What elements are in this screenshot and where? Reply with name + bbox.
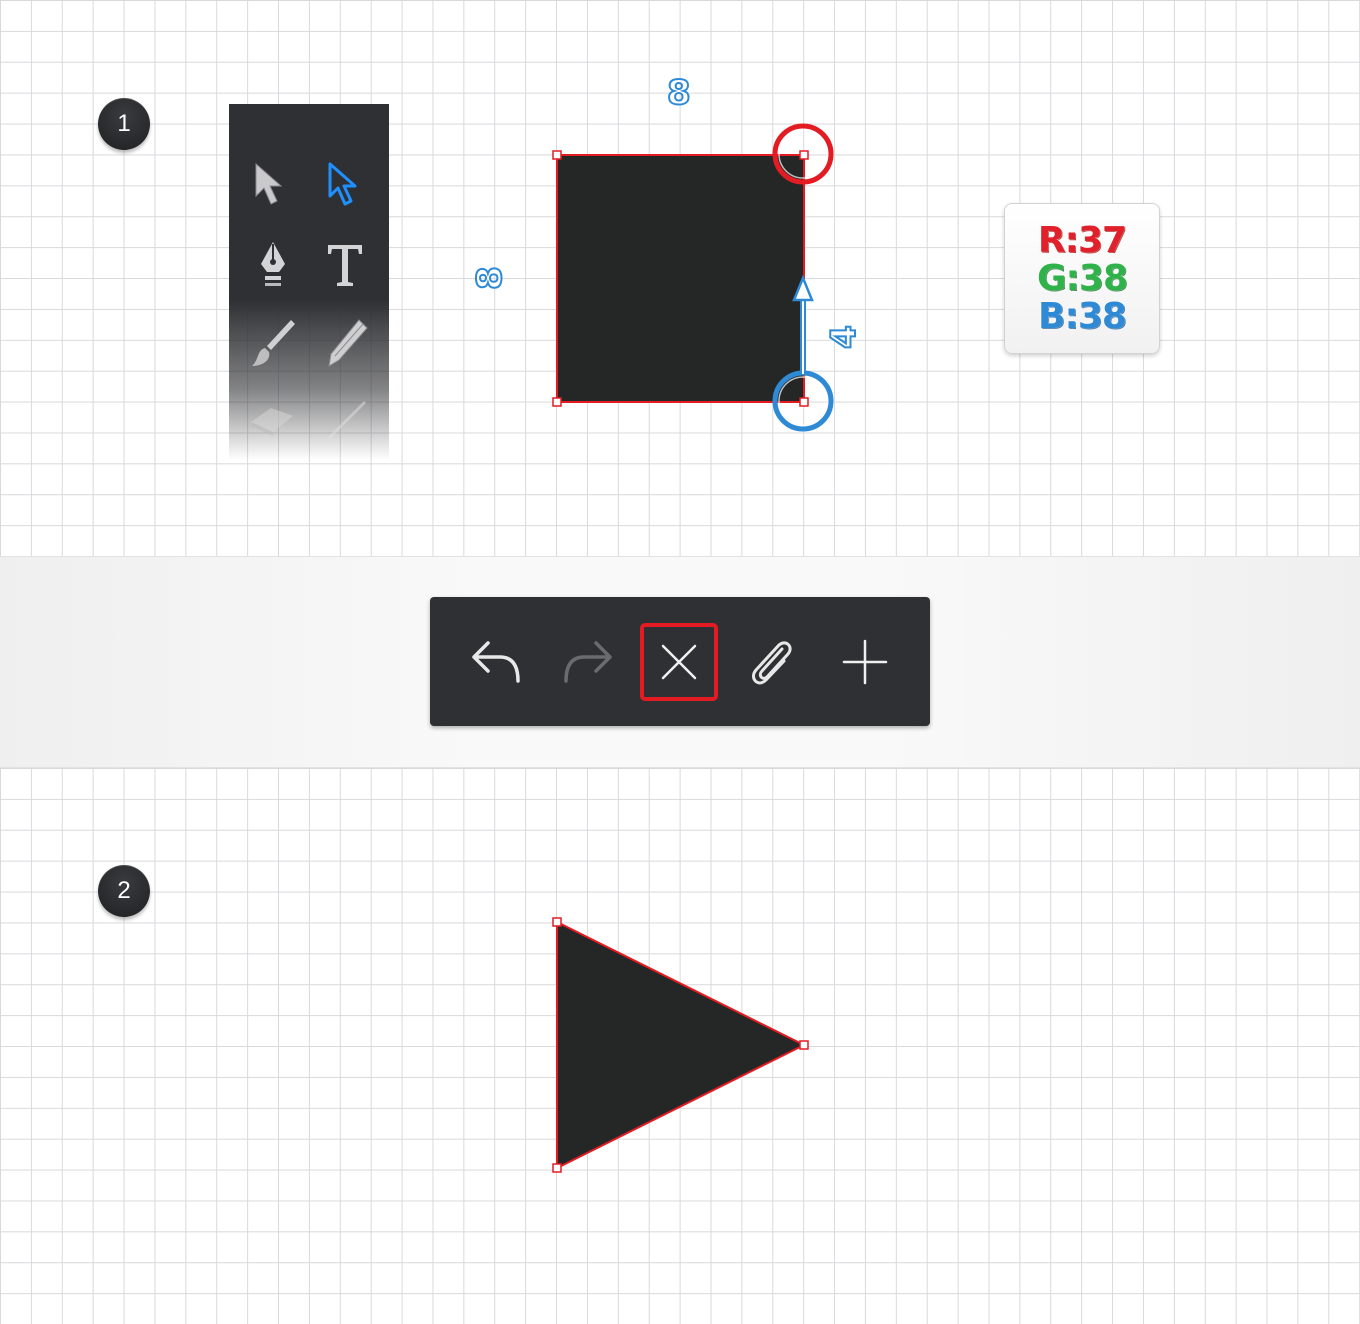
- anchor-point[interactable]: [552, 917, 562, 927]
- anchor-point[interactable]: [552, 1163, 562, 1173]
- brush-tool-icon[interactable]: [249, 316, 297, 370]
- anchor-point[interactable]: [552, 150, 562, 160]
- eraser-tool-icon[interactable]: [247, 402, 297, 438]
- blue-value: B:38: [1038, 295, 1127, 337]
- line-tool-icon[interactable]: [325, 398, 369, 442]
- anchor-point[interactable]: [799, 150, 809, 160]
- triangle-shape[interactable]: [556, 920, 807, 1170]
- pen-tool-icon[interactable]: [253, 240, 293, 290]
- undo-icon: [472, 641, 520, 683]
- tools-panel: [229, 104, 389, 460]
- type-tool-icon[interactable]: [325, 242, 365, 288]
- square-shape[interactable]: [556, 154, 805, 403]
- move-anchor-highlight-inner: [778, 376, 828, 426]
- direct-selection-tool-icon[interactable]: [325, 162, 365, 210]
- action-toolbar: [430, 597, 930, 726]
- anchor-point[interactable]: [552, 397, 562, 407]
- add-button[interactable]: [826, 623, 904, 701]
- step-badge-2: 2: [98, 865, 150, 917]
- pencil-tool-icon[interactable]: [323, 316, 371, 370]
- anchor-point[interactable]: [799, 1040, 809, 1050]
- close-icon: [661, 644, 697, 680]
- move-distance-label: 4: [823, 324, 865, 350]
- undo-button[interactable]: [458, 623, 536, 701]
- selection-tool-icon[interactable]: [251, 162, 291, 210]
- attach-button[interactable]: [732, 623, 810, 701]
- color-values-card: R:37 G:38 B:38: [1004, 203, 1160, 354]
- step-badge-1: 1: [98, 98, 150, 150]
- delete-anchor-highlight: [772, 123, 834, 185]
- move-direction-arrow: [792, 274, 814, 374]
- paperclip-icon: [752, 641, 792, 685]
- delete-anchor-button[interactable]: [640, 623, 718, 701]
- green-value: G:38: [1036, 257, 1128, 299]
- plus-icon: [842, 639, 888, 685]
- delete-anchor-highlight-inner: [778, 129, 828, 179]
- red-value: R:37: [1037, 219, 1127, 261]
- redo-icon: [564, 641, 612, 683]
- height-label: 8: [469, 265, 511, 291]
- width-label: 8: [666, 73, 692, 113]
- redo-button[interactable]: [548, 623, 626, 701]
- anchor-point-selected[interactable]: [799, 397, 809, 407]
